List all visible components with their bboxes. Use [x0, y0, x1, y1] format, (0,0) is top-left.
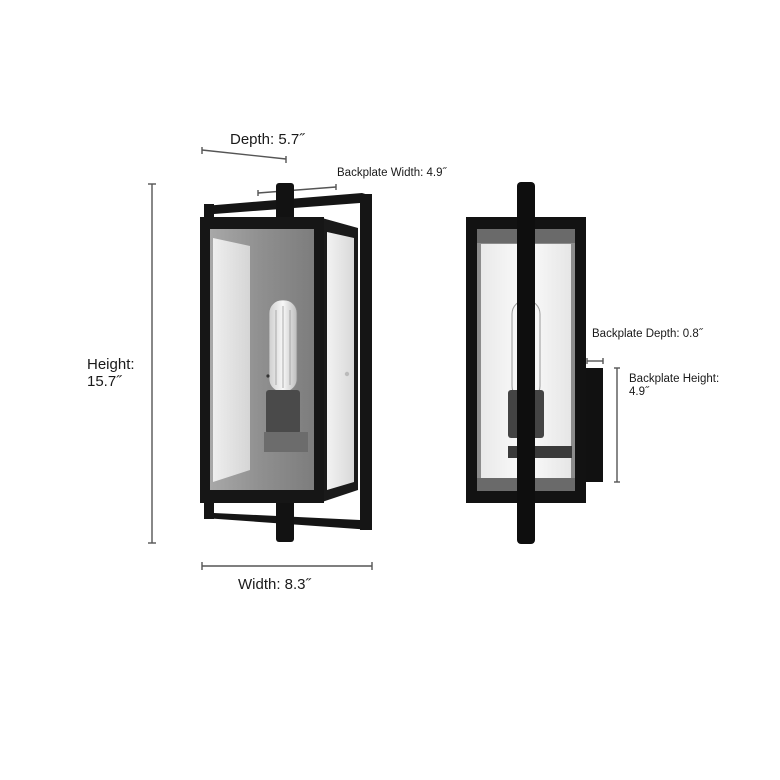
- backplate-width-label: Backplate Width: 4.9˝: [337, 167, 447, 179]
- height-label-line2: 15.7˝: [87, 373, 122, 391]
- height-label: Height: 15.7˝: [87, 356, 135, 391]
- front-view-fixture: [200, 183, 372, 542]
- backplate-width-line: [257, 186, 337, 194]
- backplate-height-label-line2: 4.9˝: [629, 386, 649, 399]
- backplate-depth-label: Backplate Depth: 0.8˝: [592, 328, 703, 340]
- backplate-height-label: Backplate Height: 4.9˝: [629, 373, 719, 399]
- side-view-fixture: [466, 182, 603, 544]
- backplate-height-label-line1: Backplate Height:: [629, 373, 720, 385]
- depth-label: Depth: 5.7˝: [230, 131, 305, 148]
- height-label-line1: Height:: [87, 356, 135, 373]
- dimension-lines: [148, 147, 620, 570]
- width-label: Width: 8.3˝: [238, 576, 311, 593]
- depth-line: [201, 149, 287, 160]
